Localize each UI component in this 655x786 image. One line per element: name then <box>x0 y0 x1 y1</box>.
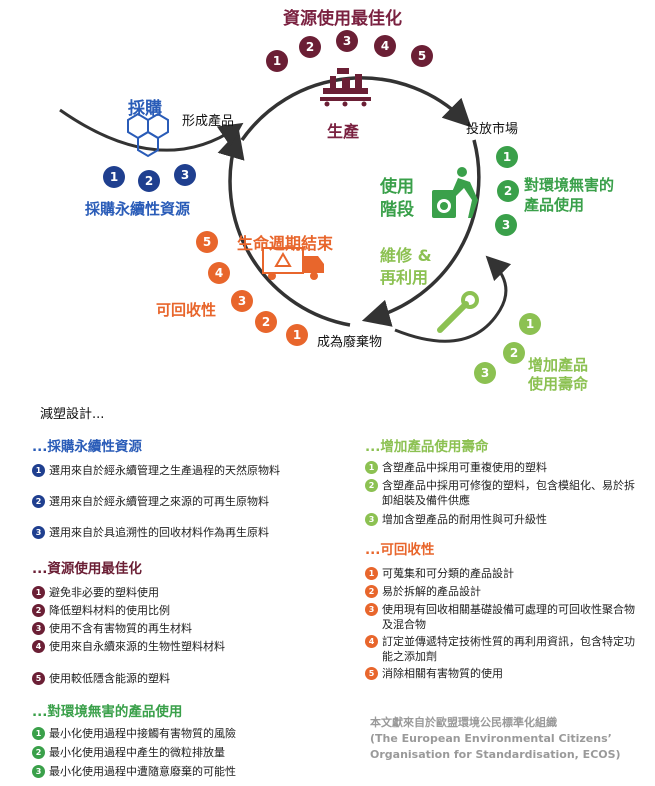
procure-badge-3: 3 <box>174 164 196 186</box>
env-use-heading: ...對環境無害的產品使用 <box>32 704 183 720</box>
recycle-badge-5: 5 <box>196 231 218 253</box>
worker-washing-machine-icon <box>432 167 478 218</box>
repair-line1: 維修 & <box>380 246 432 265</box>
env-use-line1: 對環境無害的 <box>524 176 615 194</box>
extend-badge-2: 2 <box>503 342 525 364</box>
form-product-label: 形成產品 <box>182 114 235 129</box>
optimize-badge-3: 3 <box>336 30 358 52</box>
intro-label: 減塑設計... <box>40 407 105 422</box>
extend-badge-3: 3 <box>474 362 496 384</box>
use-stage-line1: 使用 <box>380 177 414 197</box>
recycling-truck-icon <box>262 247 324 280</box>
arc-bottom-left <box>217 129 351 327</box>
extend-line2: 使用壽命 <box>528 375 589 393</box>
procure-badge-1: 1 <box>103 166 125 188</box>
becomes-waste-label: 成為廢棄物 <box>317 335 383 350</box>
repair-line2: 再利用 <box>380 268 429 287</box>
end-of-life-label: 生命週期結束 <box>237 234 334 253</box>
recycle-badge-4: 4 <box>208 262 230 284</box>
source-line2: (The European Environmental Citizens’ <box>370 732 612 745</box>
recycle-badge-3: 3 <box>231 290 253 312</box>
source-line3: Organisation for Standardisation, ECOS) <box>370 748 621 761</box>
arc-right <box>361 139 481 327</box>
use-badge-1: 1 <box>496 146 518 168</box>
use-badge-3: 3 <box>495 214 517 236</box>
extend-loop-arrow <box>394 255 512 343</box>
recycle-badge-1: 1 <box>286 324 308 346</box>
recycle-badge-2: 2 <box>255 311 277 333</box>
optimize-title: 資源使用最佳化 <box>283 9 402 29</box>
recyclable-label: 可回收性 <box>156 301 217 319</box>
optimize-badge-4: 4 <box>374 35 396 57</box>
use-badge-2: 2 <box>497 180 519 202</box>
extend-badge-1: 1 <box>519 313 541 335</box>
lifecycle-diagram <box>59 68 512 343</box>
procure-label: 採購 <box>128 99 162 119</box>
procure-sub-label: 採購永續性資源 <box>85 200 191 218</box>
optimize-badge-5: 5 <box>411 45 433 67</box>
procure-arrow <box>59 108 244 152</box>
extend-heading: ...增加產品使用壽命 <box>365 439 489 455</box>
factory-icon <box>320 68 371 107</box>
procure-badge-2: 2 <box>138 170 160 192</box>
produce-label: 生產 <box>327 122 360 141</box>
molecule-icon <box>127 112 169 158</box>
env-use-line2: 產品使用 <box>524 196 585 214</box>
optimize-heading: ...資源使用最佳化 <box>32 561 142 577</box>
market-label: 投放市場 <box>466 122 519 137</box>
recycle-heading: ...可回收性 <box>365 542 435 558</box>
extend-line1: 增加產品 <box>528 356 589 374</box>
procure-heading: ...採購永續性資源 <box>32 439 142 455</box>
optimize-badge-1: 1 <box>266 50 288 72</box>
use-stage-line2: 階段 <box>380 200 414 220</box>
optimize-badge-2: 2 <box>299 36 321 58</box>
source-line1: 本文獻來自於歐盟環境公民標準化組織 <box>370 716 557 729</box>
wrench-icon <box>437 291 479 333</box>
